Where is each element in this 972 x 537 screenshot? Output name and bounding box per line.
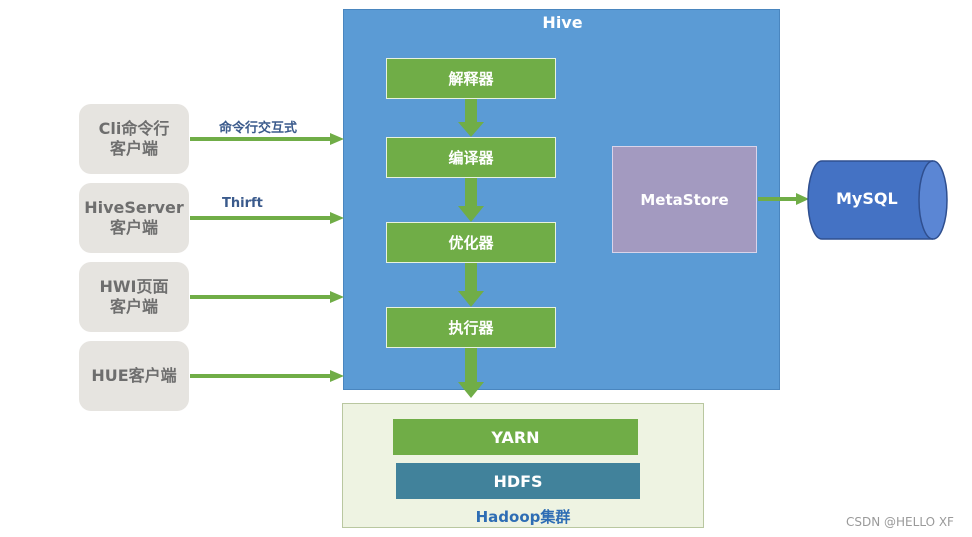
compiler-box: 编译器 [386, 137, 556, 178]
executor-box: 执行器 [386, 307, 556, 348]
optimizer-box: 优化器 [386, 222, 556, 263]
yarn-box: YARN [393, 419, 638, 455]
arrow-cli-to-hive [190, 133, 344, 145]
client-cli: Cli命令行 客户端 [79, 104, 189, 174]
hadoop-title: Hadoop集群 [475, 508, 571, 526]
metastore-box: MetaStore [612, 146, 757, 253]
cli-connection-label: 命令行交互式 [219, 121, 298, 136]
hive-title: Hive [542, 13, 583, 32]
hiveserver-connection-label: Thirft [222, 196, 263, 211]
hdfs-box: HDFS [396, 463, 640, 499]
interpreter-box: 解释器 [386, 58, 556, 99]
mysql-cylinder-icon [807, 160, 948, 240]
arrow-optimizer-to-executor [458, 263, 484, 307]
arrow-hiveserver-to-hive [190, 212, 344, 224]
watermark: CSDN @HELLO XF [846, 515, 954, 529]
arrow-executor-to-hadoop [458, 348, 484, 398]
client-hwi: HWI页面 客户端 [79, 262, 189, 332]
client-hiveserver: HiveServer 客户端 [79, 183, 189, 253]
arrow-hwi-to-hive [190, 291, 344, 303]
arrow-compiler-to-optimizer [458, 178, 484, 222]
arrow-hue-to-hive [190, 370, 344, 382]
arrow-interpreter-to-compiler [458, 99, 484, 137]
arrow-metastore-to-mysql [758, 193, 809, 205]
client-hue: HUE客户端 [79, 341, 189, 411]
mysql-label: MySQL [836, 189, 898, 208]
